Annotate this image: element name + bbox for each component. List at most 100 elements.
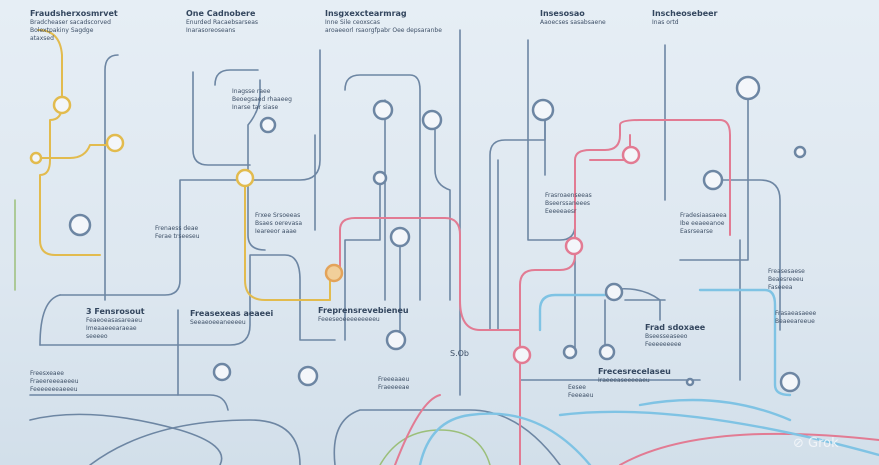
connector-line bbox=[247, 79, 266, 251]
node[interactable] bbox=[297, 365, 319, 387]
node[interactable] bbox=[324, 263, 344, 283]
connector-line bbox=[558, 410, 879, 457]
connector-line bbox=[344, 74, 421, 301]
block-line: seeeeo bbox=[86, 333, 108, 340]
block-line: Beaesreeeu bbox=[768, 276, 804, 283]
block-line: Frasroaenseeas bbox=[545, 192, 592, 199]
connector-line bbox=[39, 254, 336, 346]
node[interactable] bbox=[385, 329, 407, 351]
block-line: Feeeaeu bbox=[568, 392, 594, 399]
block-line: Frenaess deae bbox=[155, 225, 199, 232]
node[interactable] bbox=[779, 371, 801, 393]
node[interactable] bbox=[235, 168, 255, 188]
green-connector bbox=[379, 429, 491, 465]
block-line: Bseesseaseeo bbox=[645, 333, 688, 340]
connector-line bbox=[339, 217, 521, 331]
block-line: Freasesaese bbox=[768, 268, 805, 275]
block-line: Bolextpakiny Sagdge bbox=[30, 27, 94, 34]
block-title: Frecesrecelaseu bbox=[598, 367, 671, 376]
grok-logo-icon: ⊘ bbox=[793, 436, 804, 451]
connector-line bbox=[37, 29, 101, 256]
node[interactable] bbox=[621, 145, 641, 165]
node[interactable] bbox=[564, 236, 584, 256]
yellow-connectors bbox=[37, 29, 331, 301]
block-line: Fraeeeeae bbox=[378, 384, 410, 391]
connector-line bbox=[333, 409, 561, 465]
connector-line bbox=[434, 129, 451, 301]
block-line: Easrsearse bbox=[680, 228, 713, 235]
node[interactable] bbox=[702, 169, 724, 191]
connector-line bbox=[214, 69, 259, 86]
node[interactable] bbox=[105, 133, 125, 153]
block-line: Ieareeor aaae bbox=[255, 228, 297, 235]
node[interactable] bbox=[259, 116, 277, 134]
watermark: ⊘ Grok bbox=[793, 436, 839, 451]
connector-line bbox=[192, 71, 251, 166]
connector-line bbox=[59, 49, 321, 296]
connector-line bbox=[39, 144, 113, 159]
block-line: Inne Sile ceoxscas bbox=[325, 19, 380, 26]
block-line: Feeeeeeeaeeeu bbox=[30, 386, 78, 393]
block-line: Faseeea bbox=[768, 284, 793, 291]
node[interactable] bbox=[52, 95, 72, 115]
connector-line bbox=[29, 394, 229, 411]
block-title: 3 Fensrosout bbox=[86, 307, 145, 316]
block-title: Fraudsherxosmrvet bbox=[30, 9, 118, 18]
node[interactable] bbox=[793, 145, 807, 159]
block-title: Freasexeas aeaeei bbox=[190, 309, 274, 318]
block-title: One Cadnobere bbox=[186, 9, 256, 18]
block-title: Inscheosebeer bbox=[652, 9, 718, 18]
block-line: Feeeeeeeee bbox=[645, 341, 682, 348]
node[interactable] bbox=[372, 170, 388, 186]
block-line: Bseerssaneees bbox=[545, 200, 591, 207]
block-line: Frxee Srsoeeas bbox=[255, 212, 301, 219]
block-line: Seeaeoeeaneeeeu bbox=[190, 319, 246, 326]
connector-line bbox=[489, 109, 546, 331]
gear-icon[interactable] bbox=[68, 213, 92, 237]
marker-label: S.Ob bbox=[450, 349, 469, 358]
node[interactable] bbox=[372, 99, 394, 121]
connector-line bbox=[89, 419, 301, 465]
connector-line bbox=[619, 432, 879, 465]
node[interactable] bbox=[598, 343, 616, 361]
node[interactable] bbox=[29, 151, 43, 165]
connector-line bbox=[104, 54, 119, 301]
gear-icon[interactable] bbox=[212, 362, 232, 382]
block-line: Feeeseoeeeeeeeeeu bbox=[318, 316, 380, 323]
node[interactable] bbox=[604, 282, 624, 302]
block-line: Fraeereeeaeeeu bbox=[30, 378, 79, 385]
node[interactable] bbox=[562, 344, 578, 360]
block-line: aroaeeorl rsaorgfpabr Oee depsaranbe bbox=[325, 27, 442, 34]
block-line: Eesee bbox=[568, 384, 586, 391]
block-line: Beoegsaed rhaaeeg bbox=[232, 96, 292, 103]
block-line: ataxsed bbox=[30, 35, 54, 42]
node[interactable] bbox=[389, 226, 411, 248]
block-title: Frad sdoxaee bbox=[645, 323, 706, 332]
connector-line bbox=[679, 89, 749, 261]
pink-connectors bbox=[339, 119, 879, 465]
node[interactable] bbox=[512, 345, 532, 365]
node[interactable] bbox=[685, 377, 695, 387]
node[interactable] bbox=[421, 109, 443, 131]
cyan-connectors bbox=[418, 288, 879, 465]
node[interactable] bbox=[531, 98, 555, 122]
block-line: Eeeeeaesr bbox=[545, 208, 577, 215]
node[interactable] bbox=[735, 75, 761, 101]
block-line: Ibe eeaeeanoe bbox=[680, 220, 725, 227]
block-line: Imeaaeeearaeae bbox=[86, 325, 137, 332]
gray-connectors bbox=[29, 29, 781, 465]
block-line: Enurded Racaebsarseas bbox=[186, 19, 259, 26]
